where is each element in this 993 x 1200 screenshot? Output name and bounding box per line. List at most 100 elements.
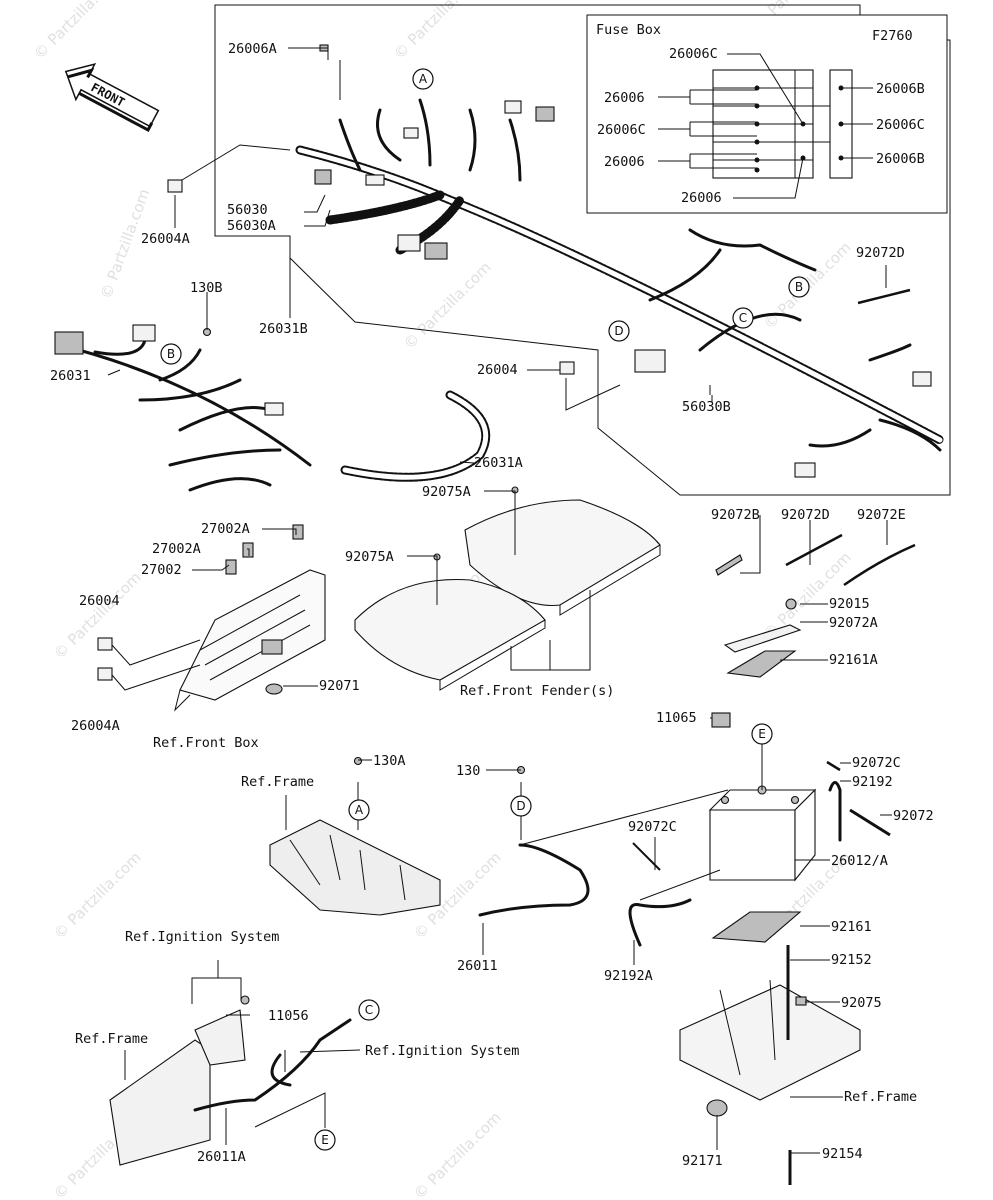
cable-92192A: [628, 898, 692, 947]
callout-D-bottom: D: [516, 799, 525, 813]
strap-92072D: [785, 533, 843, 567]
pad-92161: [711, 911, 802, 943]
ref-labels: Ref.Front Fender(s) Ref.Front Box Ref.Fr…: [75, 683, 917, 1105]
fuse-label-26006C-right: 26006C: [876, 117, 925, 133]
label-26011: 26011: [457, 958, 498, 974]
frame-center: [269, 819, 441, 916]
label-92192A: 92192A: [604, 968, 653, 984]
label-92072B: 92072B: [711, 507, 760, 523]
label-56030B: 56030B: [682, 399, 731, 415]
label-92192: 92192: [852, 774, 893, 790]
battery-26012: [708, 785, 817, 882]
label-92072C-left: 92072C: [628, 819, 677, 835]
label-92072C-right: 92072C: [852, 755, 901, 771]
label-92072D: 92072D: [781, 507, 830, 523]
ref-ignition-system-top: Ref.Ignition System: [125, 929, 279, 945]
fuse-box: [658, 53, 873, 199]
label-130B: 130B: [190, 280, 223, 296]
ref-front-fenders: Ref.Front Fender(s): [460, 683, 614, 699]
fuse-box-title: Fuse Box: [596, 22, 661, 38]
ignition-bracket: [109, 995, 352, 1166]
clip-92072B: [715, 554, 743, 576]
strap-92072C-left: [632, 842, 661, 871]
label-26031A: 26031A: [474, 455, 523, 471]
fuse-label-26006B-1: 26006B: [876, 81, 925, 97]
strap-92072D-top: [857, 288, 911, 305]
label-92072D-top: 92072D: [856, 245, 905, 261]
label-11065: 11065: [656, 710, 697, 726]
connector-26004A-top: [167, 179, 183, 193]
cable-92192: [828, 781, 842, 842]
bolt-130A: [353, 756, 363, 766]
front-fender: [354, 499, 661, 691]
part-labels: 26006A 56030 56030A 26004A 130B 26031B 2…: [50, 41, 934, 1169]
callout-E-bottom: E: [321, 1133, 329, 1147]
cover-11065: [711, 712, 731, 728]
fuse-label-26006C-left: 26006C: [597, 122, 646, 138]
callout-B-left: B: [167, 347, 175, 361]
connector-26004-mid: [559, 361, 575, 375]
svg-text:© Partzilla.com: © Partzilla.com: [400, 258, 495, 353]
strap-92072C-right: [826, 760, 841, 772]
callout-C-bottom: C: [365, 1003, 373, 1017]
connector-26004-left: [97, 637, 113, 651]
label-26004-left: 26004: [79, 593, 120, 609]
label-92072E: 92072E: [857, 507, 906, 523]
callout-C-top: C: [739, 311, 747, 325]
label-130: 130: [456, 763, 480, 779]
callout-B-right: B: [795, 280, 803, 294]
label-26004-mid: 26004: [477, 362, 518, 378]
ref-frame-center: Ref.Frame: [241, 774, 314, 790]
label-27002: 27002: [141, 562, 182, 578]
pad-92161A: [726, 650, 797, 678]
label-92161: 92161: [831, 919, 872, 935]
harness-26031: [54, 324, 312, 492]
fuse-label-26006B-2: 26006B: [876, 151, 925, 167]
grommet-92171: [706, 1099, 728, 1117]
ref-front-box: Ref.Front Box: [153, 735, 259, 751]
callout-A-bottom: A: [355, 803, 364, 817]
strap-92072E: [843, 543, 916, 587]
label-92072: 92072: [893, 808, 934, 824]
label-92161A: 92161A: [829, 652, 878, 668]
fuse-label-26006C-top: 26006C: [669, 46, 718, 62]
fuse-label-26006-1: 26006: [604, 90, 645, 106]
label-26004A-top: 26004A: [141, 231, 190, 247]
front-direction-arrow: FRONT: [64, 63, 160, 132]
cable-26011: [478, 843, 590, 917]
label-92075: 92075: [841, 995, 882, 1011]
label-56030: 56030: [227, 202, 268, 218]
ref-ignition-system-right: Ref.Ignition System: [365, 1043, 519, 1059]
callout-A-top: A: [419, 72, 428, 86]
label-26004A-left: 26004A: [71, 718, 120, 734]
nut-92015: [785, 598, 797, 610]
label-92171: 92171: [682, 1153, 723, 1169]
label-11056: 11056: [268, 1008, 309, 1024]
bracket-92072A: [723, 624, 802, 653]
label-26031: 26031: [50, 368, 91, 384]
grommet-92071: [265, 683, 283, 695]
label-92015: 92015: [829, 596, 870, 612]
label-26012-A: 26012/A: [831, 853, 888, 869]
label-92152: 92152: [831, 952, 872, 968]
label-26006A: 26006A: [228, 41, 277, 57]
label-92071: 92071: [319, 678, 360, 694]
main-harness-26031B: [295, 44, 945, 478]
front-box: [174, 524, 326, 712]
svg-text:© Partzilla.com: © Partzilla.com: [50, 568, 145, 663]
label-92075A-2: 92075A: [345, 549, 394, 565]
leader-lines: [107, 47, 892, 1154]
label-92072A: 92072A: [829, 615, 878, 631]
label-92075A-1: 92075A: [422, 484, 471, 500]
callout-E-right: E: [758, 727, 766, 741]
label-26011A: 26011A: [197, 1149, 246, 1165]
ref-frame-right: Ref.Frame: [844, 1089, 917, 1105]
ignition-leader: [191, 960, 250, 1016]
svg-text:© Partzilla.com: © Partzilla.com: [30, 0, 125, 63]
clip-92075: [795, 996, 807, 1006]
connector-26004A-left: [97, 667, 113, 681]
callouts: A B B C D A D E C E: [160, 68, 810, 1151]
ref-frame-left: Ref.Frame: [75, 1031, 148, 1047]
